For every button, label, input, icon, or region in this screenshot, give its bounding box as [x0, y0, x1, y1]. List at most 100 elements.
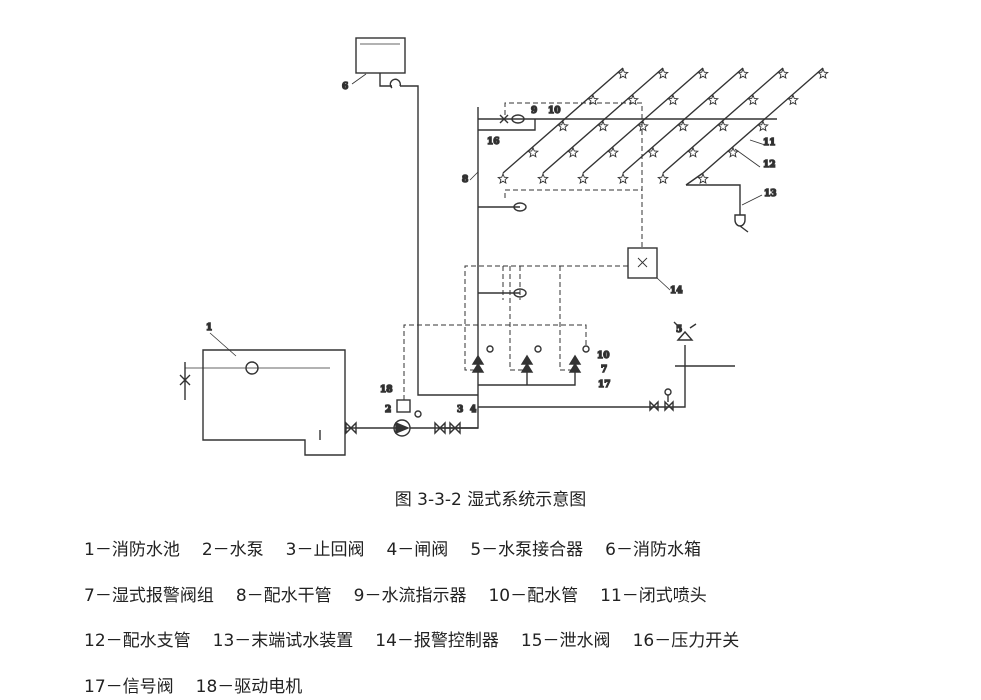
- callout-1: 1: [206, 323, 212, 333]
- closed-sprinkler-head-icon: [577, 172, 589, 184]
- legend-item: 4－闸阀: [386, 540, 449, 560]
- callout-9: 9: [531, 106, 537, 116]
- closed-sprinkler-head-icon: [637, 120, 649, 132]
- legend-item: 14－报警控制器: [375, 631, 499, 651]
- legend-item: 7－湿式报警阀组: [84, 586, 214, 606]
- fire-water-pool: [202, 349, 346, 456]
- callout-3: 3: [457, 405, 463, 415]
- pressure-gauge: [414, 410, 422, 418]
- callout-leader-1: [209, 332, 237, 357]
- legend-item: 17－信号阀: [84, 677, 174, 697]
- flow-indicator-mid: [513, 202, 527, 212]
- closed-sprinkler-head-icon: [787, 94, 799, 106]
- callout-17: 17: [598, 380, 611, 390]
- callout-leader-8: [469, 171, 479, 181]
- closed-sprinkler-head-icon: [747, 94, 759, 106]
- callout-11: 11: [763, 138, 776, 148]
- callout-leader-12: [734, 148, 761, 168]
- alarm-controller-x: [637, 257, 648, 268]
- callout-12: 12: [763, 160, 776, 170]
- legend-item: 1－消防水池: [84, 540, 180, 560]
- callout-2: 2: [385, 405, 391, 415]
- pump-arrow: [395, 421, 410, 435]
- gate-valve: [449, 421, 461, 435]
- pumper-valve-knob: [664, 388, 672, 396]
- check-valve: [434, 421, 446, 435]
- suction-valve: [345, 421, 357, 435]
- closed-sprinkler-head-icon: [757, 120, 769, 132]
- callout-leader-6: [351, 73, 367, 85]
- tank-outlet-pipe: [379, 73, 478, 396]
- closed-sprinkler-head-icon: [567, 146, 579, 158]
- callout-14: 14: [670, 286, 683, 296]
- closed-sprinkler-head-icon: [687, 146, 699, 158]
- closed-sprinkler-head-icon: [677, 120, 689, 132]
- branch-pipe-extension: [685, 172, 704, 186]
- water-flow-indicator: [511, 114, 525, 124]
- callout-leader-14: [656, 277, 671, 291]
- pumper-valves: [649, 395, 674, 412]
- figure-caption: 图 3-3-2 湿式系统示意图: [394, 490, 587, 510]
- pumper-connector: [673, 321, 697, 341]
- closed-sprinkler-head-icon: [617, 172, 629, 184]
- legend-item: 15－泄水阀: [520, 631, 611, 651]
- drive-motor: [396, 399, 411, 413]
- closed-sprinkler-head-icon: [597, 120, 609, 132]
- alarm-valve-group: [471, 345, 590, 386]
- pressure-switch-line: [478, 119, 536, 131]
- legend-item: 3－止回阀: [285, 540, 365, 560]
- callout-7: 7: [601, 365, 607, 375]
- flow-indicator-low: [513, 288, 527, 298]
- closed-sprinkler-head-icon: [657, 67, 669, 79]
- pumper-connection-pipe: [478, 345, 686, 408]
- fire-water-tank: [355, 37, 406, 74]
- float-valve: [245, 361, 259, 375]
- legend-item: 16－压力开关: [632, 631, 740, 651]
- callout-10-top: 10: [548, 106, 561, 116]
- legend-item: 10－配水管: [488, 586, 579, 606]
- closed-sprinkler-head-icon: [557, 120, 569, 132]
- closed-sprinkler-head-icon: [667, 94, 679, 106]
- sprinkler-branches: [497, 67, 829, 186]
- closed-sprinkler-head-icon: [707, 94, 719, 106]
- callout-13: 13: [764, 189, 777, 199]
- legend-item: 9－水流指示器: [353, 586, 467, 606]
- end-test-device: [686, 184, 749, 233]
- main-riser: [438, 107, 479, 429]
- callout-leader-13: [741, 194, 763, 206]
- callout-18: 18: [380, 385, 393, 395]
- closed-sprinkler-head-icon: [717, 120, 729, 132]
- legend-item: 2－水泵: [201, 540, 264, 560]
- closed-sprinkler-head-icon: [737, 67, 749, 79]
- legend-item: 18－驱动电机: [195, 677, 303, 697]
- callout-6: 6: [342, 82, 348, 92]
- closed-sprinkler-head-icon: [497, 172, 509, 184]
- closed-sprinkler-head-icon: [697, 67, 709, 79]
- callout-16: 16: [487, 137, 500, 147]
- legend-item: 13－末端试水装置: [212, 631, 354, 651]
- signal-wiring: [403, 102, 643, 400]
- legend-item: 12－配水支管: [84, 631, 191, 651]
- tank-check-valve: [389, 78, 402, 89]
- closed-sprinkler-head-icon: [607, 146, 619, 158]
- legend-item: 8－配水干管: [235, 586, 332, 606]
- callout-4: 4: [470, 405, 476, 415]
- signal-valve-top: [499, 114, 509, 124]
- wet-sprinkler-system-diagram: 6 8 9 10 16 11 12 13 14 10 7: [179, 37, 829, 456]
- callout-10: 10: [597, 351, 610, 361]
- closed-sprinkler-head-icon: [727, 146, 739, 158]
- legend-item: 5－水泵接合器: [470, 540, 584, 560]
- callout-leader-11: [749, 139, 766, 146]
- callout-5: 5: [676, 325, 682, 335]
- closed-sprinkler-head-icon: [657, 172, 669, 184]
- closed-sprinkler-head-icon: [647, 146, 659, 158]
- closed-sprinkler-head-icon: [817, 67, 829, 79]
- suction-pipe: [319, 427, 396, 440]
- legend-row-4: 17－信号阀 18－驱动电机: [84, 672, 324, 697]
- pool-inlet-valve: [179, 362, 191, 400]
- closed-sprinkler-head-icon: [617, 67, 629, 79]
- alarm-controller: [627, 247, 658, 279]
- closed-sprinkler-head-icon: [537, 172, 549, 184]
